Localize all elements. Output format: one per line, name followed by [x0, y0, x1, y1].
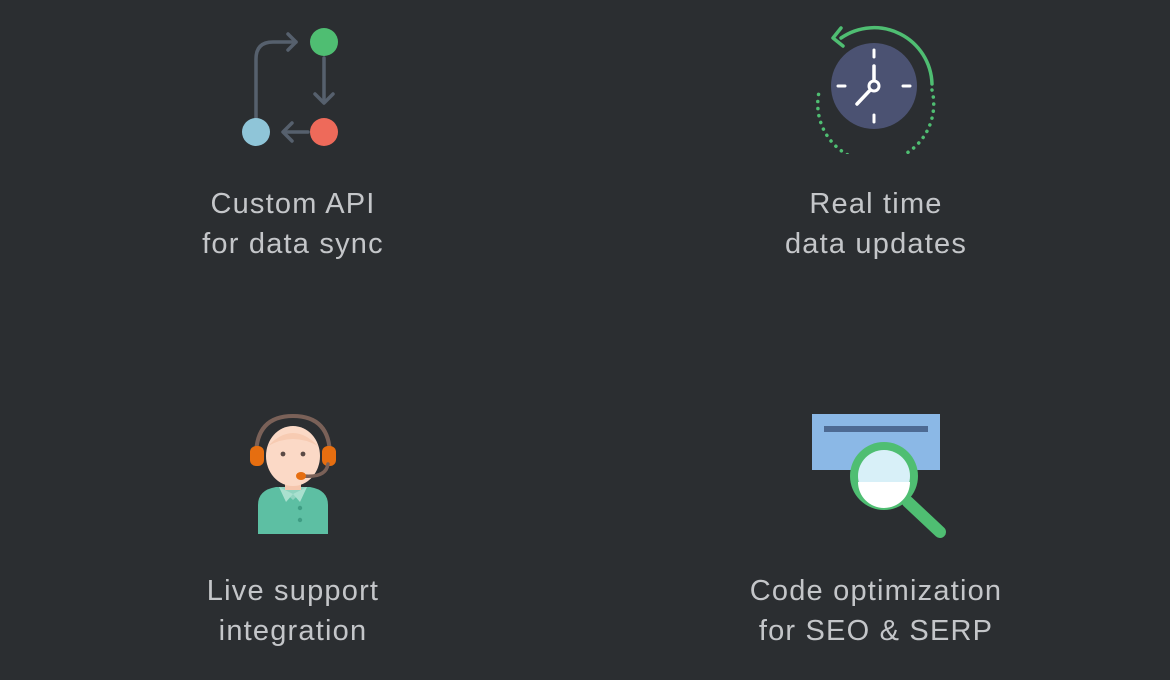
api-sync-icon: [242, 28, 338, 146]
feature-title: Live support: [206, 575, 380, 607]
feature-label: Real time data updates: [676, 184, 1076, 264]
feature-title: Code optimization: [749, 575, 1003, 607]
feature-title: Real time: [809, 188, 943, 220]
feature-label: Live support integration: [93, 571, 493, 651]
feature-subtitle: integration: [218, 615, 368, 647]
feature-subtitle: data updates: [784, 228, 968, 260]
support-agent-icon: [250, 413, 336, 534]
feature-subtitle: for SEO & SERP: [758, 615, 994, 647]
feature-label: Code optimization for SEO & SERP: [676, 571, 1076, 651]
seo-search-icon: [812, 414, 946, 538]
feature-title: Custom API: [210, 188, 376, 220]
clock-refresh-icon: [815, 25, 936, 154]
feature-subtitle: for data sync: [202, 228, 384, 260]
feature-label: Custom API for data sync: [93, 184, 493, 264]
